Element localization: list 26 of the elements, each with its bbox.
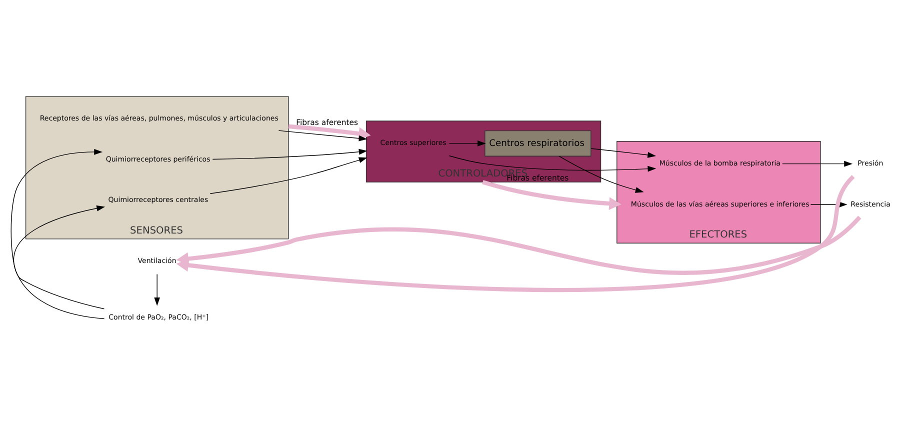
node-text: Quimiorreceptores centrales: [108, 195, 208, 204]
node-text: Control de PaO₂, PaCO₂, [H⁺]: [108, 312, 209, 322]
arrow: [448, 155, 656, 172]
arrow: [482, 180, 622, 210]
arrow: [288, 124, 371, 140]
arrow: [14, 205, 106, 320]
node-text: Quimiorreceptores periféricos: [106, 154, 210, 164]
arrow: [10, 149, 105, 310]
node-text: Centros superiores: [380, 138, 446, 148]
arrow: [210, 157, 368, 194]
arrow: [782, 160, 853, 167]
arrow: [176, 216, 862, 275]
arrow: [154, 274, 160, 306]
node-text: Presión: [858, 158, 884, 168]
arrow: [558, 156, 644, 193]
arrow: [448, 140, 486, 146]
arrow: [590, 148, 656, 158]
node-text: Resistencia: [850, 199, 890, 208]
node-box: Centros respiratorios: [484, 130, 592, 156]
node-text: Receptores de las vías aéreas, pulmones, músculos y articulaciones: [40, 114, 278, 123]
arrow: [212, 148, 368, 160]
node-text: Ventilación: [138, 256, 176, 266]
arrow: [176, 175, 855, 292]
node-text: Músculos de las vías aéreas superiores e inferiores: [630, 199, 810, 208]
node-text: Músculos de la bomba respiratoria: [659, 158, 780, 168]
arrow: [278, 130, 368, 142]
